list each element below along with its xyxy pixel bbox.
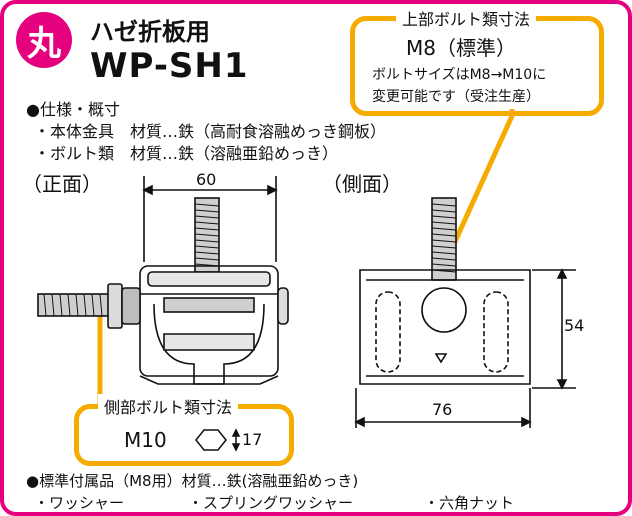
upper-leader-line (441, 109, 515, 268)
side-height-dimension: 54 (564, 316, 585, 335)
upper-bolt-size: M8（標準） (406, 36, 516, 60)
upper-bolt-title: 上部ボルト類寸法 (396, 6, 537, 30)
technical-drawing (37, 109, 576, 452)
spec-heading: ●仕様・概寸 (26, 100, 120, 119)
side-bolt-title: 側部ボルト類寸法 (98, 394, 239, 418)
upper-bolt-note-line2: 変更可能です（受注生産） (372, 89, 540, 105)
product-title: ハゼ折板用 (90, 18, 210, 46)
side-view-drawing (354, 197, 576, 428)
spec-bolt-material: ・ボルト類 材質…鉄（溶融亜鉛めっき） (34, 144, 339, 163)
round-badge: 丸 (16, 12, 72, 68)
front-view-label: （正面） (22, 172, 102, 196)
upper-bolt-note-line1: ボルトサイズはM8→M10に (372, 67, 547, 83)
model-number: WP-SH1 (90, 46, 249, 86)
side-width-dimension: 76 (432, 400, 453, 419)
hex-nut-icon (195, 428, 241, 452)
accessory-hex-nut: ・六角ナット (424, 494, 515, 512)
accessory-washer: ・ワッシャー (34, 494, 125, 512)
front-width-dimension: 60 (196, 170, 217, 189)
side-bolt-size: M10 (124, 428, 167, 452)
hex-nut-dimension: 17 (242, 430, 263, 449)
accessory-spring-washer: ・スプリングワッシャー (188, 494, 354, 512)
accessories-heading: ●標準付属品（M8用）材質…鉄(溶融亜鉛めっき) (26, 472, 359, 490)
side-view-label: （側面） (322, 172, 402, 196)
spec-body-material: ・本体金具 材質…鉄（高耐食溶融めっき鋼板） (34, 122, 387, 141)
front-view-drawing (37, 176, 289, 385)
